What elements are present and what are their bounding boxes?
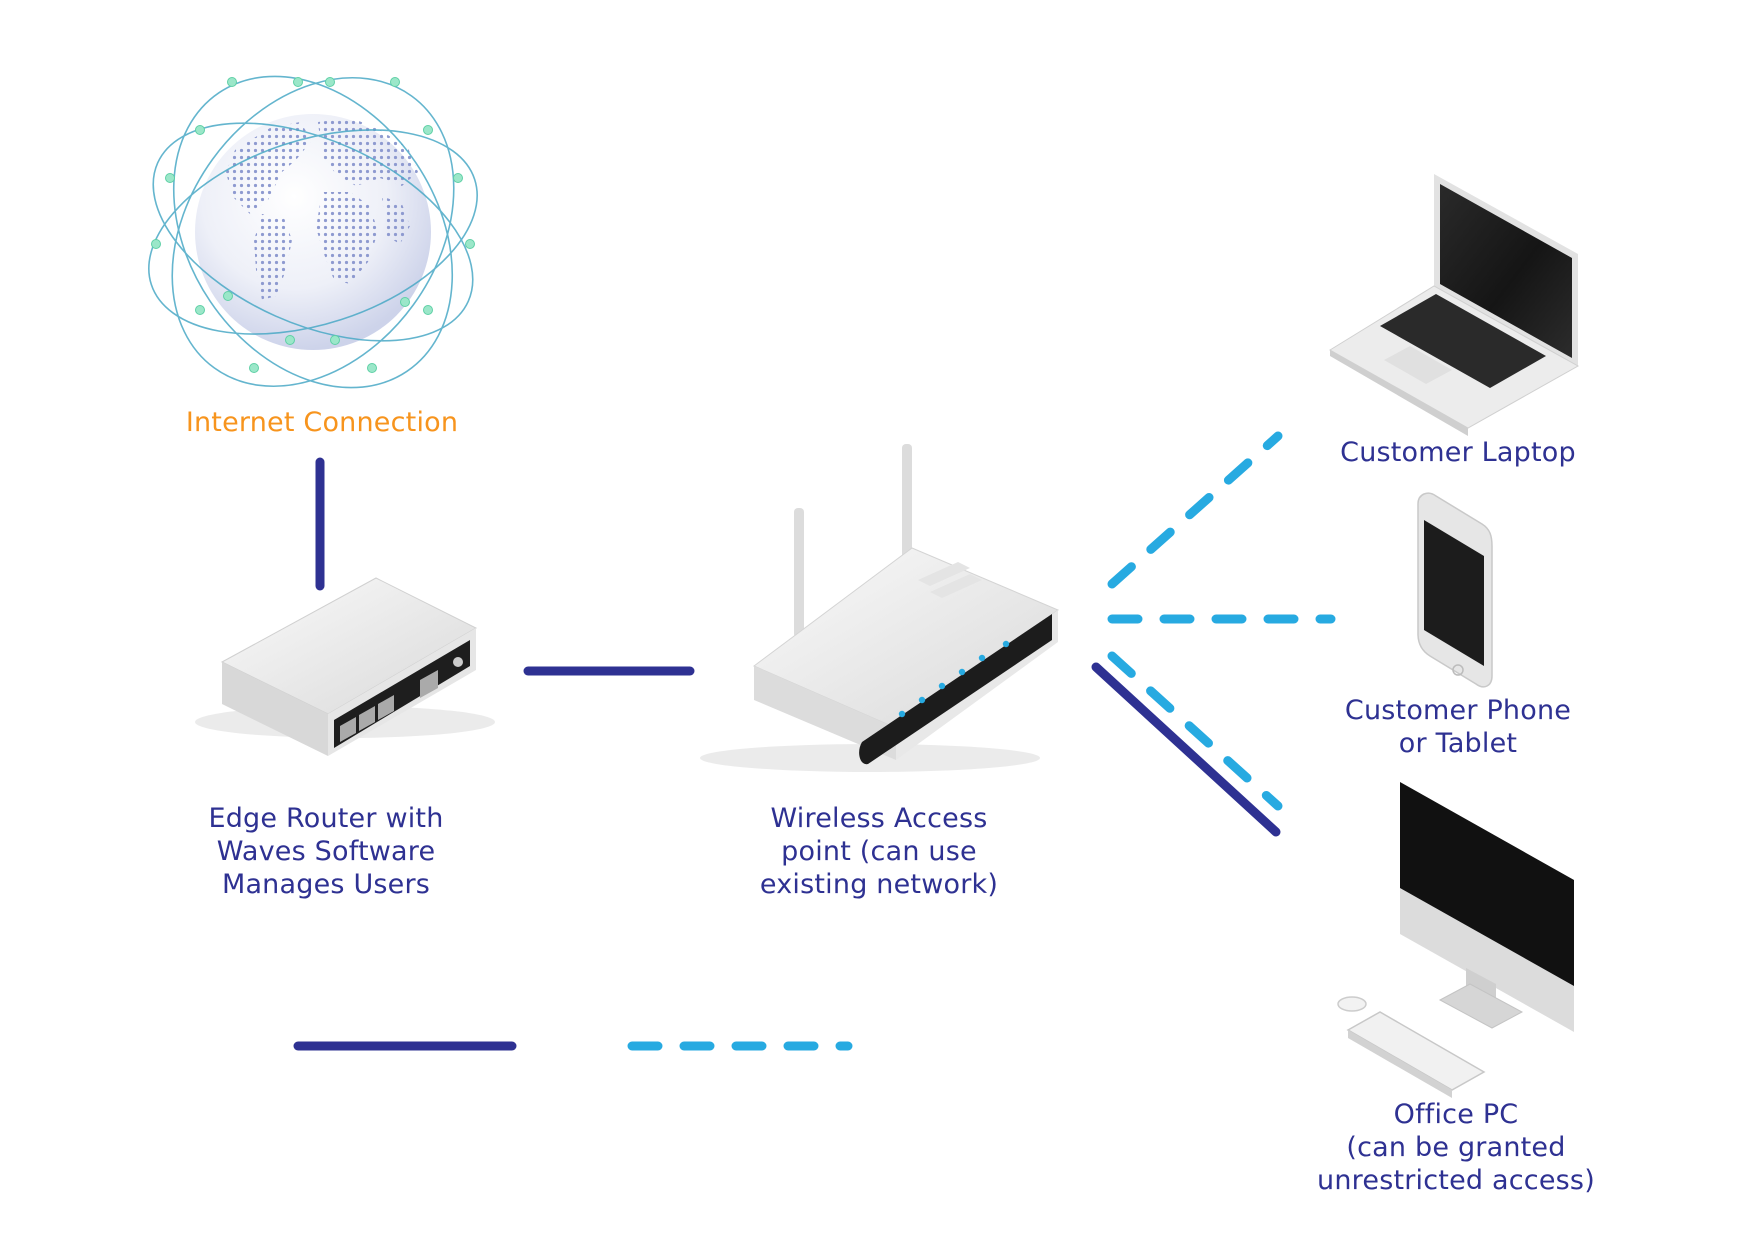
wireless-router-icon	[700, 444, 1060, 772]
wireless-link-laptop	[1107, 431, 1283, 589]
access-point-label-line-2: point (can use	[781, 836, 977, 867]
edge-router-label-line-1: Edge Router with	[208, 803, 444, 834]
globe-icon	[148, 75, 478, 389]
office-pc-label: Office PC (can be granted unrestricted a…	[1317, 1098, 1595, 1197]
connection-lines	[315, 431, 1336, 837]
access-point-label: Wireless Access point (can use existing …	[760, 802, 998, 901]
customer-laptop-label: Customer Laptop	[1340, 437, 1576, 468]
internet-connection-label: Internet Connection	[185, 407, 459, 438]
office-pc-label-line-2: (can be granted	[1346, 1132, 1566, 1163]
office-pc-label-line-1: Office PC	[1393, 1099, 1519, 1130]
edge-router-label-line-3: Manages Users	[221, 869, 431, 900]
edge-router-label-line-2: Waves Software	[216, 836, 436, 867]
smartphone-icon	[1417, 492, 1493, 688]
customer-phone-label: Customer Phone or Tablet	[1345, 694, 1571, 760]
wired-link-office-pc	[1091, 662, 1281, 837]
edge-router-icon	[195, 577, 495, 756]
desktop-computer-icon	[1337, 782, 1574, 1098]
laptop-icon	[1329, 174, 1580, 436]
wireless-link-office-pc	[1107, 651, 1283, 811]
access-point-label-line-3: existing network)	[759, 869, 999, 900]
office-pc-label-line-3: unrestricted access)	[1317, 1165, 1595, 1196]
customer-phone-label-line-1: Customer Phone	[1344, 695, 1572, 726]
customer-phone-label-line-2: or Tablet	[1398, 728, 1518, 759]
access-point-label-line-1: Wireless Access	[770, 803, 988, 834]
edge-router-label: Edge Router with Waves Software Manages …	[208, 802, 443, 901]
